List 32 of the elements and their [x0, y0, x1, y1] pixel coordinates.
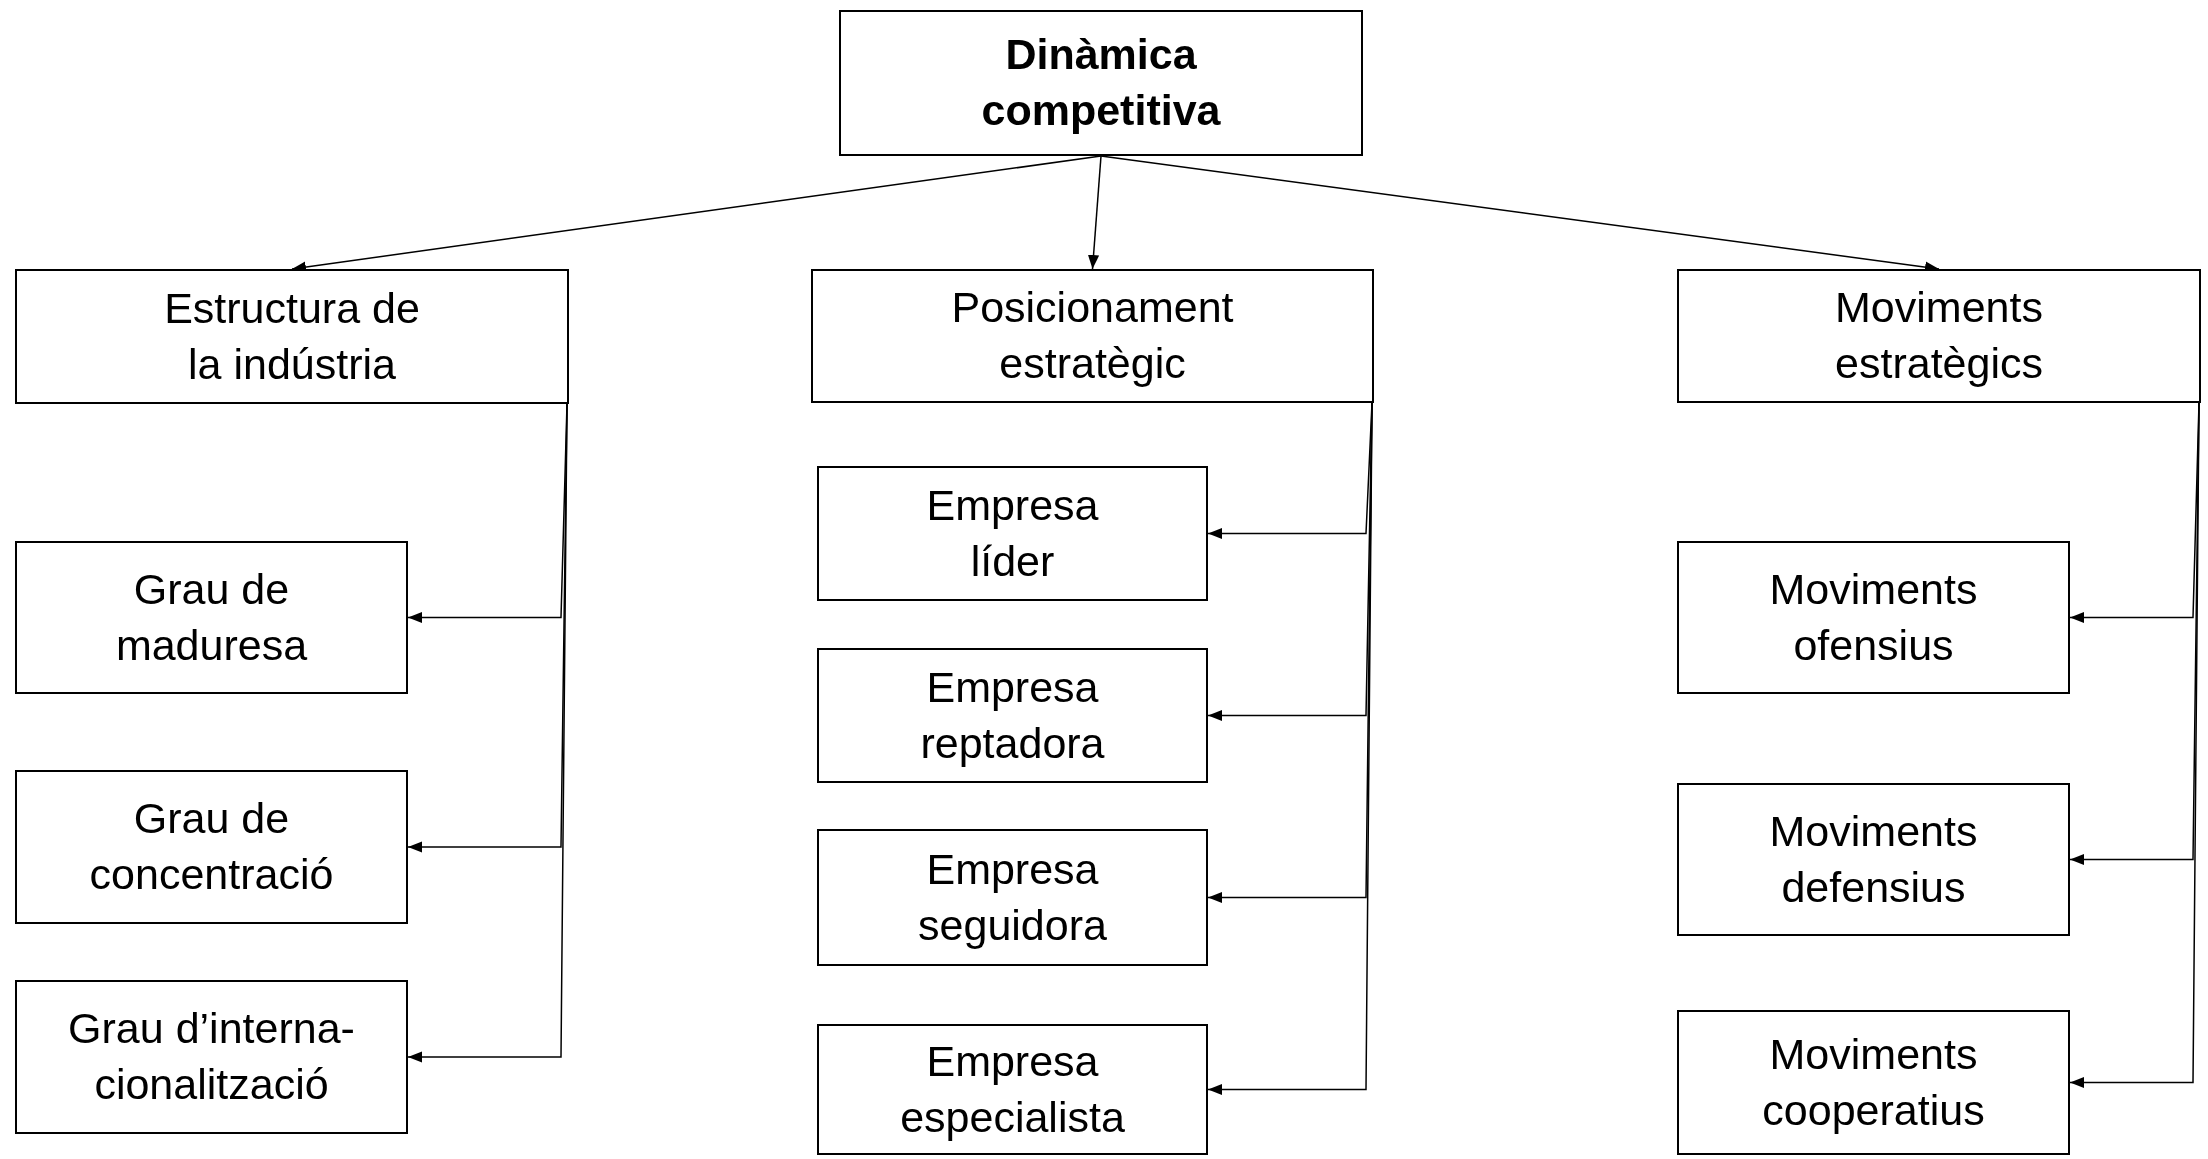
arrow — [1207, 402, 1373, 1096]
text-box — [839, 10, 1363, 156]
text-box — [15, 269, 569, 404]
text-box — [817, 1024, 1208, 1155]
box-label: Empresa especialista — [899, 1035, 1126, 1143]
box-label: Empresa líder — [925, 479, 1100, 587]
box-label: Empresa seguidora — [917, 843, 1108, 951]
text-box — [15, 541, 408, 694]
text-box — [15, 770, 408, 924]
text-box — [811, 269, 1374, 403]
box-label: Posicionament estratègic — [950, 282, 1235, 389]
text-box — [817, 829, 1208, 966]
text-box — [1677, 541, 2070, 694]
title-text: Dinàmica competitiva — [980, 29, 1222, 136]
text-box — [1677, 783, 2070, 936]
box-label: Empresa reptadora — [919, 661, 1106, 769]
text-box — [1677, 269, 2201, 403]
box-label: Grau de concentració — [88, 793, 335, 900]
box-label: Moviments estratègics — [1834, 282, 2044, 389]
arrow — [2069, 402, 2200, 1089]
box-label: Moviments ofensius — [1768, 563, 1979, 671]
text-box — [817, 648, 1208, 783]
box-label: Grau d’interna- cionalització — [67, 1003, 356, 1110]
box-label: Moviments cooperatius — [1761, 1028, 1986, 1136]
text-box — [1677, 1010, 2070, 1155]
box-label: Moviments defensius — [1768, 805, 1979, 913]
box-label: Estructura de la indústria — [163, 282, 421, 390]
arrow — [407, 403, 568, 1063]
arrow — [1087, 155, 1102, 270]
text-box — [817, 466, 1208, 601]
text-box — [15, 980, 408, 1134]
box-label: Grau de maduresa — [114, 563, 309, 671]
